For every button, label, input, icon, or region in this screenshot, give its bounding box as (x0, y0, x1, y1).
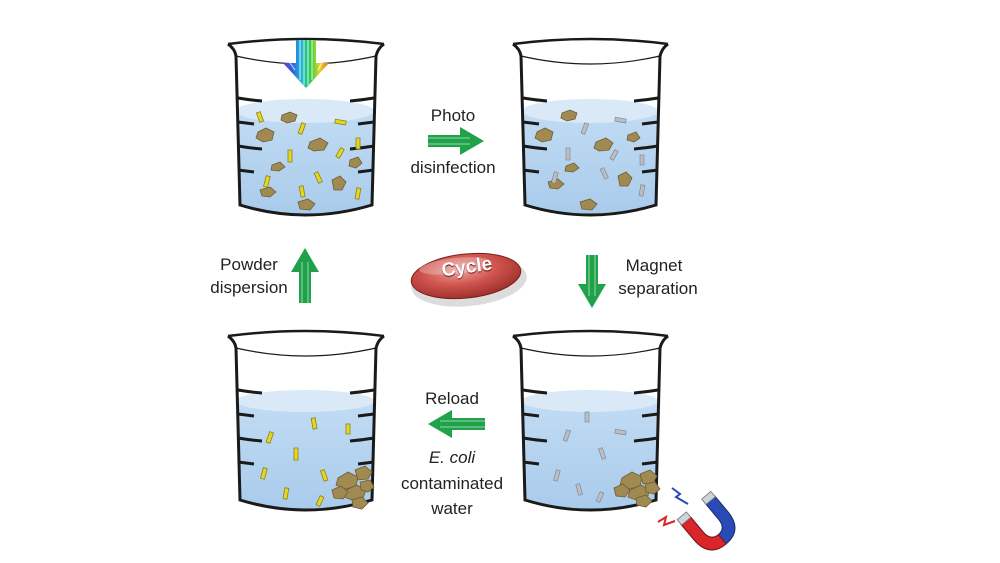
rainbow-light-arrow-icon (283, 40, 329, 88)
arrow-powder-dispersion (291, 248, 319, 303)
beaker-bottom-right (512, 329, 736, 551)
powder-label: Powder (220, 255, 278, 274)
water-label: water (431, 499, 473, 518)
dispersion-label: dispersion (210, 278, 288, 297)
beaker-top-left (227, 37, 385, 217)
arrow-reload (428, 410, 485, 438)
arrow-magnet-separation (578, 255, 606, 308)
arrow-photo-disinfection (428, 127, 484, 155)
disinfection-label: disinfection (410, 158, 496, 177)
spark-icon (657, 487, 689, 527)
cycle-badge (410, 252, 527, 307)
photo-label: Photo (430, 106, 476, 125)
magnet-label: Magnet (625, 256, 683, 275)
magnet-icon (676, 490, 736, 551)
contaminated-label: contaminated (400, 474, 504, 493)
beaker-bottom-left (227, 329, 385, 512)
separation-label: separation (618, 279, 698, 298)
beaker-top-right (512, 37, 669, 217)
reload-label: Reload (425, 389, 479, 408)
ecoli-label: E. coli (428, 448, 476, 467)
